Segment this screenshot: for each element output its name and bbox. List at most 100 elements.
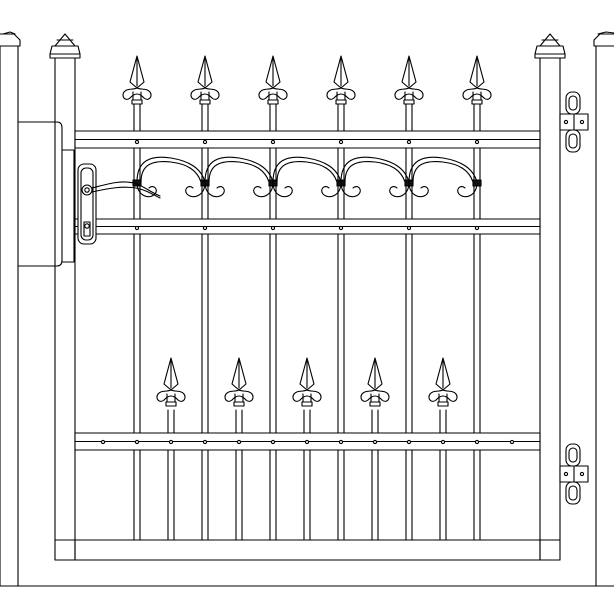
rail-bolt <box>270 139 276 145</box>
spear-collar-ring <box>301 401 313 407</box>
hinge-top-knuckle-inner <box>568 447 578 463</box>
scroll-curl-left <box>272 181 293 198</box>
scroll-arch-inner <box>412 160 474 183</box>
gate-ornaments <box>122 55 492 407</box>
rail-bolt <box>168 439 174 445</box>
fleur-right <box>476 87 492 100</box>
right-post-cap <box>593 33 614 47</box>
gate-post-left-cap-base <box>49 53 81 59</box>
scroll-arch-inner <box>140 160 202 183</box>
lower-picket <box>235 409 243 541</box>
spear-collar-ring <box>199 99 211 105</box>
fleur-collar <box>200 91 210 101</box>
fleur-collar <box>404 91 414 101</box>
gate-pickets <box>133 103 481 541</box>
scroll-arch-inner <box>208 160 270 183</box>
fleur-bridge <box>299 395 315 401</box>
upper-picket <box>473 103 481 541</box>
scroll-arch-outer <box>204 156 274 183</box>
rail-bolt <box>474 225 480 231</box>
scroll-arch-outer <box>340 156 410 183</box>
gate-post-right-cap-mid <box>534 45 566 55</box>
latch-knob-center <box>84 187 90 193</box>
gate-post-left <box>49 33 81 561</box>
fleur-bridge <box>401 93 417 99</box>
scroll-curl-right <box>457 181 478 198</box>
upper-hinge <box>559 91 589 153</box>
upper-spear <box>462 55 492 105</box>
spear-collar-ring <box>471 99 483 105</box>
rail-bolt <box>270 225 276 231</box>
rail-bolt <box>509 439 515 445</box>
spear-collar-ring <box>165 401 177 407</box>
rail-bolt <box>202 225 208 231</box>
fleur-right <box>408 87 424 100</box>
gate-structure <box>0 31 614 587</box>
hinge-top-knuckle-inner <box>568 95 578 111</box>
latch-keyhole <box>84 223 90 229</box>
hinge-bolt <box>579 471 585 477</box>
rail-bolt <box>406 225 412 231</box>
lower-picket <box>167 409 175 541</box>
upper-spear <box>258 55 288 105</box>
scroll-unit <box>272 156 346 198</box>
scroll-arch-inner <box>344 160 406 183</box>
scroll-curl-right <box>185 181 206 198</box>
lower-spear <box>224 357 254 407</box>
upper-rail <box>74 130 541 149</box>
fleur-collar <box>268 91 278 101</box>
scroll-curl-right <box>389 181 410 198</box>
fleur-right <box>238 389 254 402</box>
fleur-left <box>258 87 274 100</box>
rail-bolt <box>338 139 344 145</box>
fleur-collar <box>472 91 482 101</box>
scroll-unit <box>408 156 482 198</box>
scroll-arch-outer <box>408 156 478 183</box>
fleur-collar <box>336 91 346 101</box>
scroll-unit <box>136 156 210 198</box>
rail-bolt <box>372 439 378 445</box>
upper-spear <box>326 55 356 105</box>
gate-post-left-cap-mid <box>49 45 81 55</box>
fleur-collar <box>302 393 312 403</box>
fleur-collar <box>438 393 448 403</box>
fleur-left <box>190 87 206 100</box>
latch-plate <box>77 163 97 245</box>
hinge-bolt <box>563 119 569 125</box>
lower-spear <box>360 357 390 407</box>
scroll-panel <box>132 156 482 198</box>
scroll-curl-right <box>321 181 342 198</box>
fleur-bridge <box>367 395 383 401</box>
rail-bolt <box>338 439 344 445</box>
rail-bolt <box>440 439 446 445</box>
lower-spear <box>292 357 322 407</box>
latch-lock <box>77 163 161 245</box>
gate-rails <box>74 130 541 451</box>
upper-spear <box>190 55 220 105</box>
fleur-bridge <box>265 93 281 99</box>
upper-picket <box>269 103 277 541</box>
rail-bolt <box>134 225 140 231</box>
gate-post-right-cap-base <box>534 53 566 59</box>
lower-picket <box>303 409 311 541</box>
scroll-arch-outer <box>136 156 206 183</box>
upper-picket <box>201 103 209 541</box>
middle-rail <box>74 218 541 235</box>
scroll-curl-left <box>204 181 225 198</box>
latch-knob <box>81 184 93 196</box>
left-post-cap <box>0 33 21 47</box>
fleur-right <box>340 87 356 100</box>
fleur-left <box>224 389 240 402</box>
lower-picket <box>439 409 447 541</box>
gate-post-right-body <box>539 57 561 561</box>
latch-keyhole-slot <box>83 221 91 237</box>
gate-post-left-body <box>54 57 76 561</box>
fleur-bridge <box>231 395 247 401</box>
fleur-left <box>394 87 410 100</box>
rail-bolt <box>474 439 480 445</box>
upper-spear <box>394 55 424 105</box>
fleur-right <box>204 87 220 100</box>
fleur-left <box>462 87 478 100</box>
